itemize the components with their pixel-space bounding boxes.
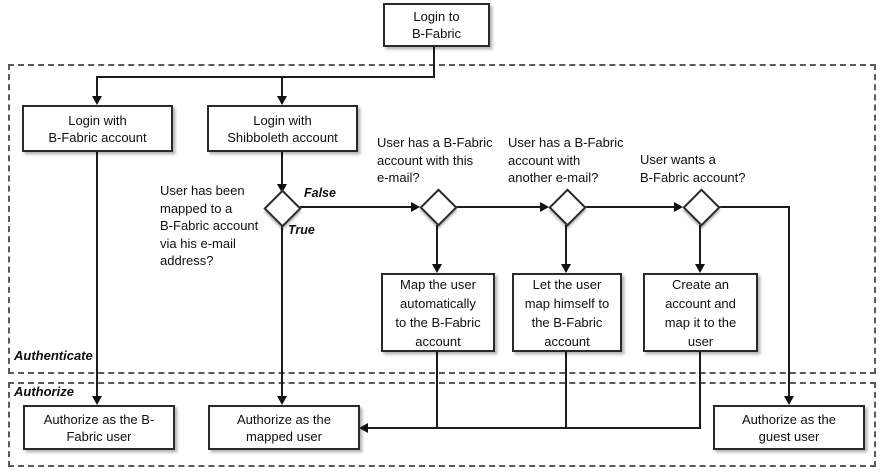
connector-line (96, 76, 435, 78)
question-label-account-other-email: User has a B-Fabric account with another… (508, 135, 624, 185)
node-login-with-bfabric-account: Login with B-Fabric account (22, 105, 173, 152)
node-login-to-bfabric: Login to B-Fabric (383, 3, 490, 47)
authorize-region-label: Authorize (14, 384, 74, 399)
connector-line (436, 352, 438, 429)
arrowhead-icon (674, 202, 683, 212)
connector-line-true-branch (281, 224, 283, 398)
node-map-user-automatically: Map the user automatically to the B-Fabr… (381, 273, 495, 352)
arrowhead-icon (561, 264, 571, 273)
question-label-account-this-email: User has a B-Fabric account with this e-… (377, 135, 493, 185)
connector-line (281, 152, 283, 186)
connector-line (719, 206, 790, 208)
arrowhead-icon (277, 96, 287, 105)
edge-label-false: False (304, 186, 336, 200)
node-authorize-as-guest-user: Authorize as the guest user (713, 405, 865, 450)
connector-line-false-branch (300, 206, 413, 208)
connector-line (565, 225, 567, 266)
connector-line-merge (367, 427, 701, 429)
question-label-mapped-via-email: User has been mapped to a B-Fabric accou… (160, 183, 259, 268)
node-login-with-shibboleth-account: Login with Shibboleth account (207, 105, 358, 152)
connector-line (699, 225, 701, 266)
node-let-user-map-himself: Let the user map himself to the B-Fabric… (512, 273, 622, 352)
edge-label-true: True (288, 223, 315, 237)
connector-line-guest-branch (788, 206, 790, 398)
connector-line (699, 352, 701, 429)
arrowhead-icon (411, 202, 420, 212)
arrowhead-icon (277, 396, 287, 405)
arrowhead-icon (784, 396, 794, 405)
connector-line (96, 152, 98, 398)
node-create-account-and-map: Create an account and map it to the user (643, 273, 758, 352)
connector-line (565, 352, 567, 429)
arrowhead-icon (277, 184, 287, 193)
arrowhead-icon (540, 202, 549, 212)
arrowhead-icon (432, 264, 442, 273)
connector-line (281, 76, 283, 98)
question-label-wants-account: User wants a B-Fabric account? (640, 152, 746, 185)
connector-line (436, 225, 438, 266)
authenticate-region (8, 64, 876, 374)
authenticate-region-label: Authenticate (14, 348, 93, 363)
connector-line (433, 47, 435, 78)
connector-line (584, 206, 676, 208)
connector-line (96, 76, 98, 98)
connector-line (455, 206, 542, 208)
node-authorize-as-mapped-user: Authorize as the mapped user (208, 405, 360, 450)
arrowhead-icon (359, 423, 368, 433)
arrowhead-icon (92, 96, 102, 105)
authorize-region (8, 382, 876, 467)
arrowhead-icon (695, 264, 705, 273)
arrowhead-icon (92, 396, 102, 405)
node-authorize-as-bfabric-user: Authorize as the B- Fabric user (23, 405, 175, 450)
